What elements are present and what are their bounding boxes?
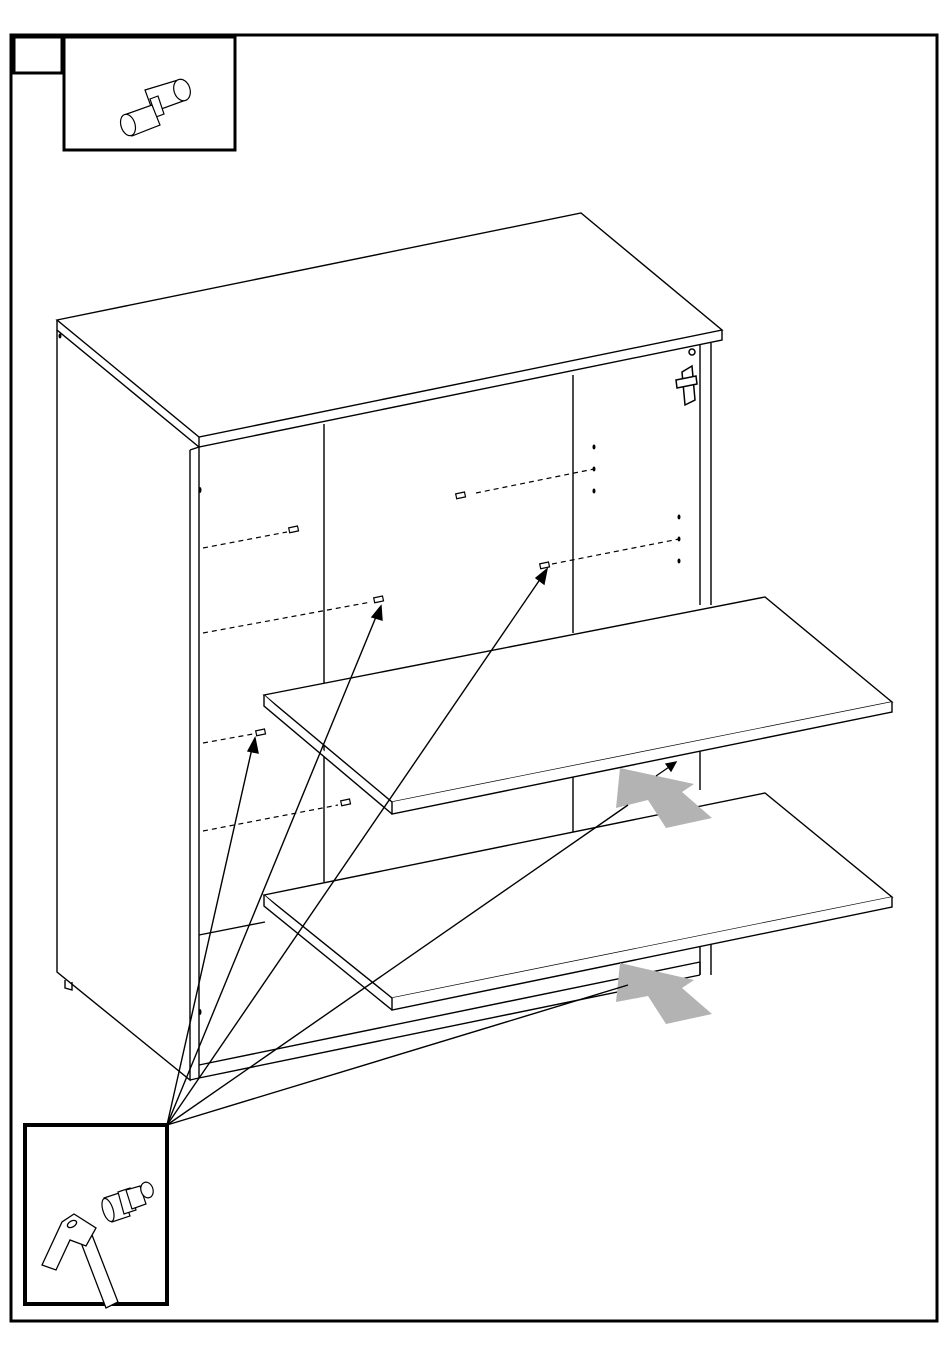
step-number (15, 38, 61, 72)
shelf-lower (264, 793, 892, 1010)
push-arrow-upper (616, 768, 712, 828)
dowel-2 (203, 526, 299, 548)
small-direction-arrow (656, 762, 676, 776)
shelf-upper (264, 597, 892, 814)
push-arrow-lower (616, 963, 712, 1024)
step-number-label (15, 38, 61, 72)
dowel-6 (203, 799, 351, 831)
cabinet-top-panel (57, 213, 722, 437)
dowel-callout-top (64, 37, 235, 150)
dowel-4 (540, 539, 679, 569)
dowel-3 (203, 596, 384, 633)
hinge-icon (676, 349, 697, 405)
cabinet-left-side (57, 330, 190, 1080)
hammer-callout-bottom (25, 1125, 167, 1308)
